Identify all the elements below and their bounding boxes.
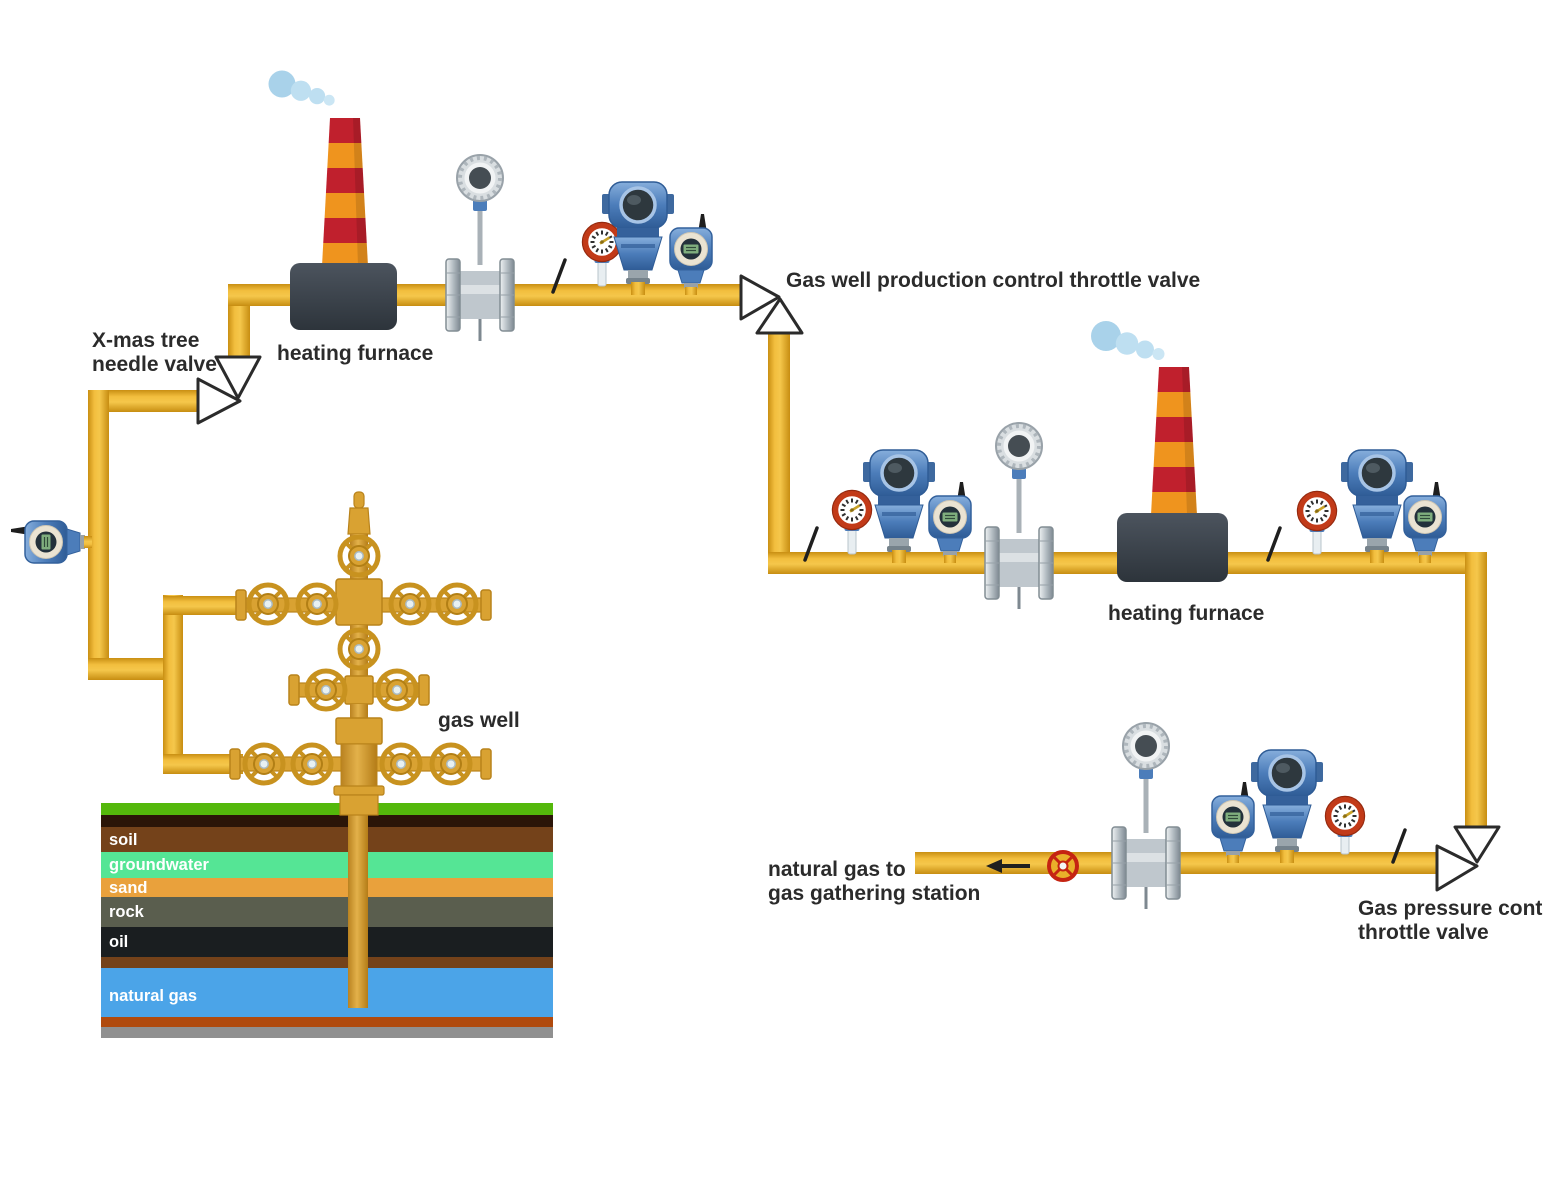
- ground-cross-section: [101, 803, 553, 1038]
- pressure-throttle-valve-label: Gas pressure control throttle valve: [1358, 897, 1543, 945]
- heating-furnace-1-label: heating furnace: [277, 342, 434, 365]
- layer-label-oil: oil: [109, 933, 129, 951]
- xmas-tree-needle-valve-label-line1: X-mas tree: [92, 329, 200, 352]
- layer-oil: [101, 927, 553, 957]
- well-bore-pipe: [348, 812, 368, 1008]
- layer-label-groundwater: groundwater: [109, 856, 209, 874]
- layer-natural-gas: [101, 968, 553, 1017]
- tree-flange-cap: [288, 674, 300, 706]
- pipe-tree-top-branch: [163, 596, 243, 615]
- pressure-gauge-icon: [832, 490, 871, 531]
- slash-mark-icon: [1266, 526, 1282, 562]
- heating-furnace-2-label: heating furnace: [1108, 602, 1265, 625]
- destination-label-line2: gas gathering station: [768, 882, 981, 905]
- gas-well-label: gas well: [438, 709, 520, 732]
- gas-well-xmas-tree: [229, 491, 492, 816]
- pipe-to-needle-valve: [88, 390, 198, 412]
- tree-flange-cap: [235, 589, 247, 621]
- slash-marks: [551, 258, 1407, 864]
- tree-crown-tip: [353, 491, 365, 509]
- tree-flange-cap: [480, 589, 492, 621]
- layer-soil: [101, 827, 553, 852]
- rust-strip: [101, 1017, 553, 1027]
- vortex-flow-meter-icon: [1110, 721, 1182, 911]
- pipe-left-riser: [88, 390, 109, 680]
- layer-label-natural-gas: natural gas: [109, 987, 198, 1005]
- furnace-body: [290, 263, 397, 330]
- chimney-icon: [1149, 367, 1199, 515]
- tree-flange-cap: [229, 748, 241, 780]
- wellhead-body: [339, 794, 379, 816]
- shutoff-valve-icon: [1047, 850, 1079, 882]
- furnace-body: [1117, 513, 1228, 582]
- vortex-flow-meter-icon: [983, 421, 1055, 611]
- pipe-downcomer-2: [1465, 552, 1487, 828]
- pipe-after-needle-valve: [228, 295, 250, 361]
- layer-label-rock: rock: [109, 903, 144, 921]
- production-throttle-valve-symbol: [739, 274, 804, 335]
- wireless-transmitter-icon: [1403, 481, 1447, 564]
- pressure-transmitter-icon: [861, 448, 937, 565]
- pressure-gauges: [582, 222, 1364, 855]
- pipe-tree-header: [163, 595, 183, 770]
- layer-label-soil: soil: [109, 831, 138, 849]
- wellhead-flange: [333, 785, 385, 796]
- pressure-throttle-valve-label-line1: Gas pressure control: [1358, 897, 1543, 920]
- layer-label-sand: sand: [109, 879, 148, 897]
- wireless-transmitter-icon: [669, 213, 713, 296]
- wireless-transmitter-icon: [1211, 781, 1255, 864]
- flow-direction-arrow-icon: [986, 859, 1030, 873]
- pressure-throttle-valve-label-line2: throttle valve: [1358, 921, 1489, 944]
- grass-layer: [101, 803, 553, 815]
- smoke-icon: [1091, 321, 1165, 360]
- pipe-downcomer-1: [768, 332, 790, 574]
- tree-crown: [347, 507, 371, 535]
- pressure-gauge-icon: [1325, 796, 1364, 837]
- tree-cross-block: [335, 578, 383, 626]
- chimney-icon: [320, 118, 370, 266]
- pipe-tree-bottom-branch: [163, 754, 243, 774]
- destination-label-line1: natural gas to: [768, 858, 906, 881]
- layer-rock: [101, 897, 553, 927]
- pressure-throttle-valve-symbol: [1435, 825, 1501, 892]
- production-throttle-valve-label: Gas well production control throttle val…: [786, 269, 1201, 292]
- tree-lower-column: [340, 743, 378, 789]
- pressure-gauge-icon: [1297, 491, 1336, 532]
- destination-label: natural gas to gas gathering station: [768, 858, 980, 906]
- slash-mark-icon: [551, 258, 567, 294]
- pressure-transmitter-icon: [1249, 748, 1325, 865]
- slash-mark-icon: [803, 526, 819, 562]
- brown-strip: [101, 957, 553, 968]
- pressure-transmitter-icon: [1339, 448, 1415, 565]
- heating-furnace-2: [1091, 321, 1228, 582]
- tree-column-3: [350, 704, 368, 720]
- tree-flange-cap: [418, 674, 430, 706]
- base-strip: [101, 1027, 553, 1038]
- heating-furnace-1: [268, 70, 397, 330]
- vortex-flow-meter-icon: [444, 153, 516, 343]
- tree-flange-cap: [480, 748, 492, 780]
- layer-groundwater: [101, 852, 553, 878]
- wireless-transmitter-icon: [928, 481, 972, 564]
- pipe-left-feed: [88, 658, 183, 680]
- xmas-tree-needle-valve-symbol: [196, 355, 262, 425]
- xmas-tree-needle-valve-label: X-mas tree needle valve: [92, 329, 217, 377]
- layer-sand: [101, 878, 553, 897]
- tree-spool: [335, 717, 383, 745]
- xmas-tree-needle-valve-label-line2: needle valve: [92, 353, 217, 376]
- smoke-icon: [268, 70, 335, 106]
- topsoil-strip: [101, 815, 553, 827]
- slash-mark-icon: [1391, 828, 1407, 864]
- tree-mid-block: [344, 675, 374, 705]
- wireless-transmitter-icon: [10, 520, 93, 564]
